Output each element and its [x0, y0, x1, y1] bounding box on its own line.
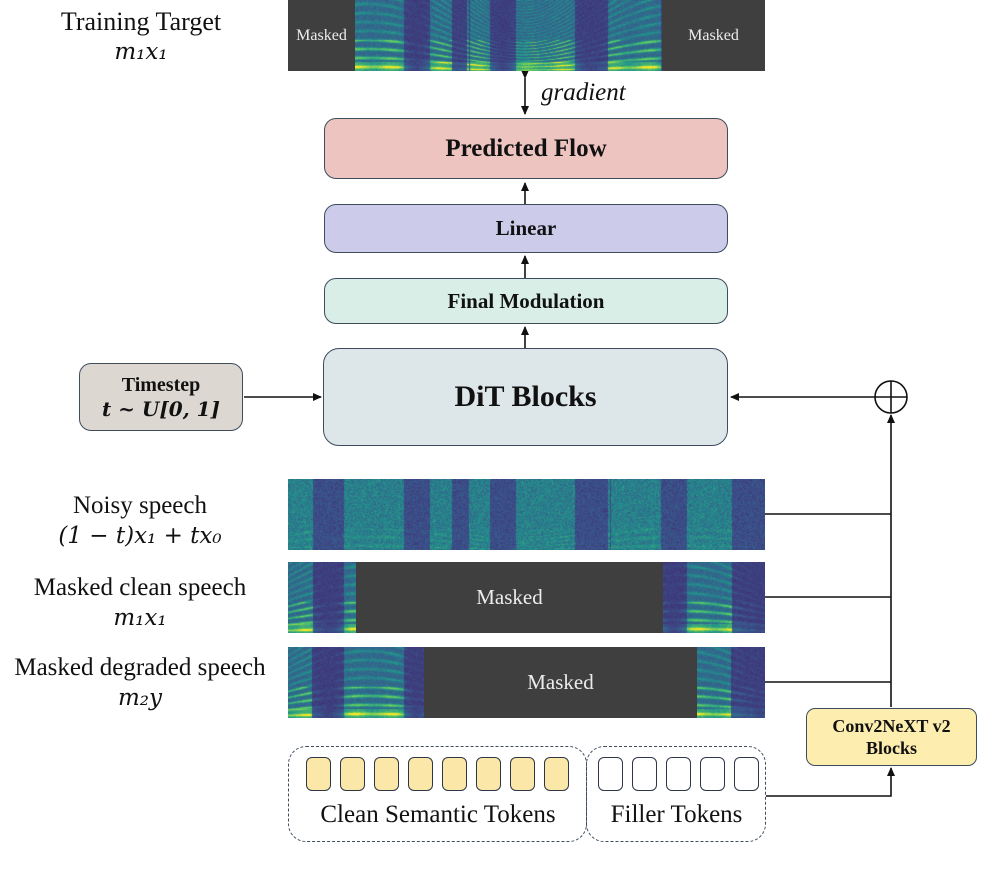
noisy-speech-math: (1 − t)x₁ + tx₀: [58, 523, 222, 549]
timestep-title: Timestep: [121, 374, 201, 396]
clean-token: [340, 757, 365, 791]
filler-token: [666, 757, 691, 791]
predicted-flow-label: Predicted Flow: [445, 134, 607, 162]
noisy-speech-spectrogram: [288, 479, 765, 550]
training-target-title: Training Target: [60, 7, 222, 36]
linear-label: Linear: [495, 216, 557, 240]
dit-blocks-label: DiT Blocks: [454, 380, 597, 413]
training-target-label: Training Target m₁x₁: [30, 6, 252, 68]
degraded-mask: Masked: [424, 647, 697, 718]
masked-clean-spectrogram: Masked: [288, 562, 765, 633]
masked-clean-title: Masked clean speech: [33, 574, 247, 601]
clean-token: [408, 757, 433, 791]
linear-block: Linear: [324, 204, 728, 253]
masked-degraded-spectrogram: Masked: [288, 647, 765, 718]
training-target-spectrogram: Masked Masked: [288, 0, 765, 71]
mask-label: Masked: [688, 26, 739, 44]
final-modulation-block: Final Modulation: [324, 278, 728, 324]
clean-semantic-tokens-label: Clean Semantic Tokens: [320, 801, 556, 828]
clean-token: [476, 757, 501, 791]
conv2next-line2: Blocks: [865, 738, 917, 758]
masked-degraded-title: Masked degraded speech: [14, 654, 266, 681]
clean-mask: Masked: [356, 562, 663, 633]
clean-token: [544, 757, 569, 791]
final-modulation-label: Final Modulation: [447, 288, 605, 313]
masked-clean-math: m₁x₁: [113, 605, 167, 631]
mask-label: Masked: [527, 670, 594, 694]
masked-clean-label: Masked clean speech m₁x₁: [0, 572, 280, 634]
clean-token: [442, 757, 467, 791]
mask-label: Masked: [476, 585, 543, 609]
dit-blocks: DiT Blocks: [323, 348, 728, 446]
target-mask-left: Masked: [288, 0, 355, 71]
filler-token: [632, 757, 657, 791]
filler-token-group: [586, 746, 766, 842]
timestep-math: t ~ U[0, 1]: [101, 397, 221, 421]
conv2next-line1: Conv2NeXT v2: [832, 716, 951, 736]
target-mask-right: Masked: [662, 0, 765, 71]
clean-token: [374, 757, 399, 791]
mask-label: Masked: [296, 26, 347, 44]
filler-token: [598, 757, 623, 791]
conv2next-block: Conv2NeXT v2 Blocks: [806, 708, 977, 766]
noisy-speech-label: Noisy speech (1 − t)x₁ + tx₀: [0, 490, 280, 552]
training-target-math: m₁x₁: [114, 39, 168, 65]
noisy-speech-title: Noisy speech: [73, 492, 207, 519]
gradient-label: gradient: [541, 79, 626, 106]
predicted-flow-block: Predicted Flow: [324, 118, 728, 179]
filler-token: [734, 757, 759, 791]
clean-token: [306, 757, 331, 791]
clean-token: [510, 757, 535, 791]
filler-tokens-label: Filler Tokens: [610, 801, 743, 828]
masked-degraded-label: Masked degraded speech m₂y: [0, 652, 280, 714]
spectrogram-image: [288, 479, 765, 550]
masked-degraded-math: m₂y: [117, 685, 163, 711]
filler-token: [700, 757, 725, 791]
timestep-block: Timestep t ~ U[0, 1]: [79, 363, 243, 431]
